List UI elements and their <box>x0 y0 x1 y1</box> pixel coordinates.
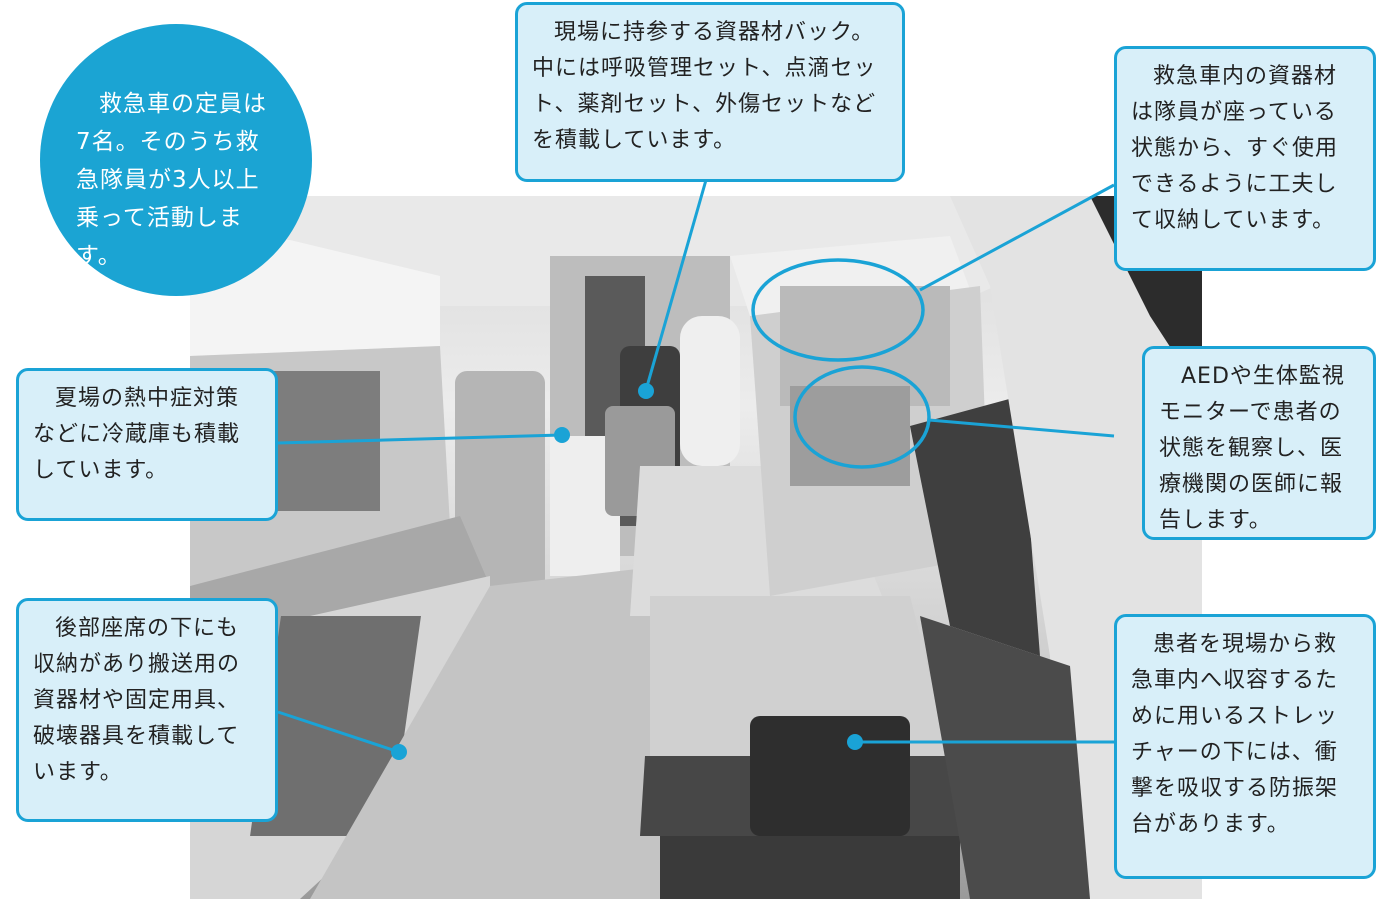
leader-seat <box>277 710 400 754</box>
ring-storage <box>751 258 925 362</box>
ring-aed <box>793 365 931 469</box>
marker-bag <box>638 383 654 399</box>
marker-fridge <box>554 427 570 443</box>
callout-refrigerator: 夏場の熱中症対策などに冷蔵庫も積載しています。 <box>16 368 278 521</box>
callout-equipment-bag: 現場に持参する資器材バック。中には呼吸管理セット、点滴セット、薬剤セット、外傷セ… <box>515 2 905 182</box>
callout-stretcher: 患者を現場から救急車内へ収容するために用いるストレッチャーの下には、衝撃を吸収す… <box>1114 614 1376 879</box>
leader-storage <box>919 183 1115 292</box>
marker-seat <box>391 744 407 760</box>
capacity-bubble <box>40 24 312 296</box>
callout-aed-monitor: AEDや生体監視モニターで患者の状態を観察し、医療機関の医師に報告します。 <box>1142 346 1376 540</box>
leader-bag <box>644 179 708 391</box>
capacity-bubble-text: 救急車の定員は7名。そのうち救急隊員が3人以上乗って活動します。 <box>76 91 267 269</box>
leader-fridge <box>277 433 563 445</box>
marker-stretcher <box>847 734 863 750</box>
callout-rear-seat-storage: 後部座席の下にも収納があり搬送用の資器材や固定用具、破壊器具を積載しています。 <box>16 598 278 822</box>
callout-in-vehicle-storage: 救急車内の資器材は隊員が座っている状態から、すぐ使用できるように工夫して収納して… <box>1114 46 1376 271</box>
leader-aed <box>928 418 1115 438</box>
